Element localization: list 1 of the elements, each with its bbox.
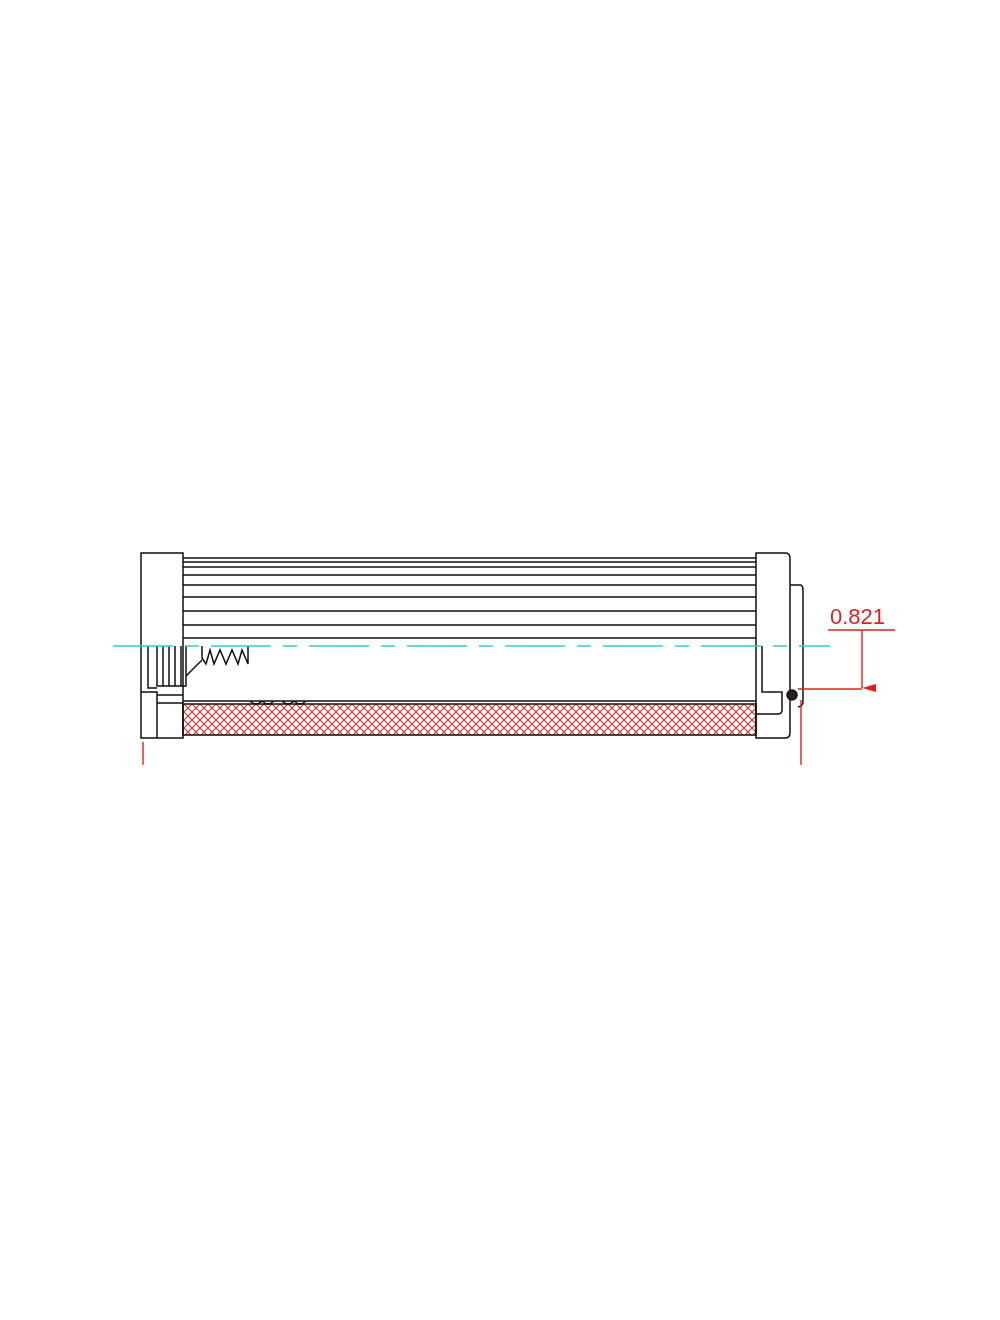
dimension-label: 0.821 (830, 606, 886, 628)
